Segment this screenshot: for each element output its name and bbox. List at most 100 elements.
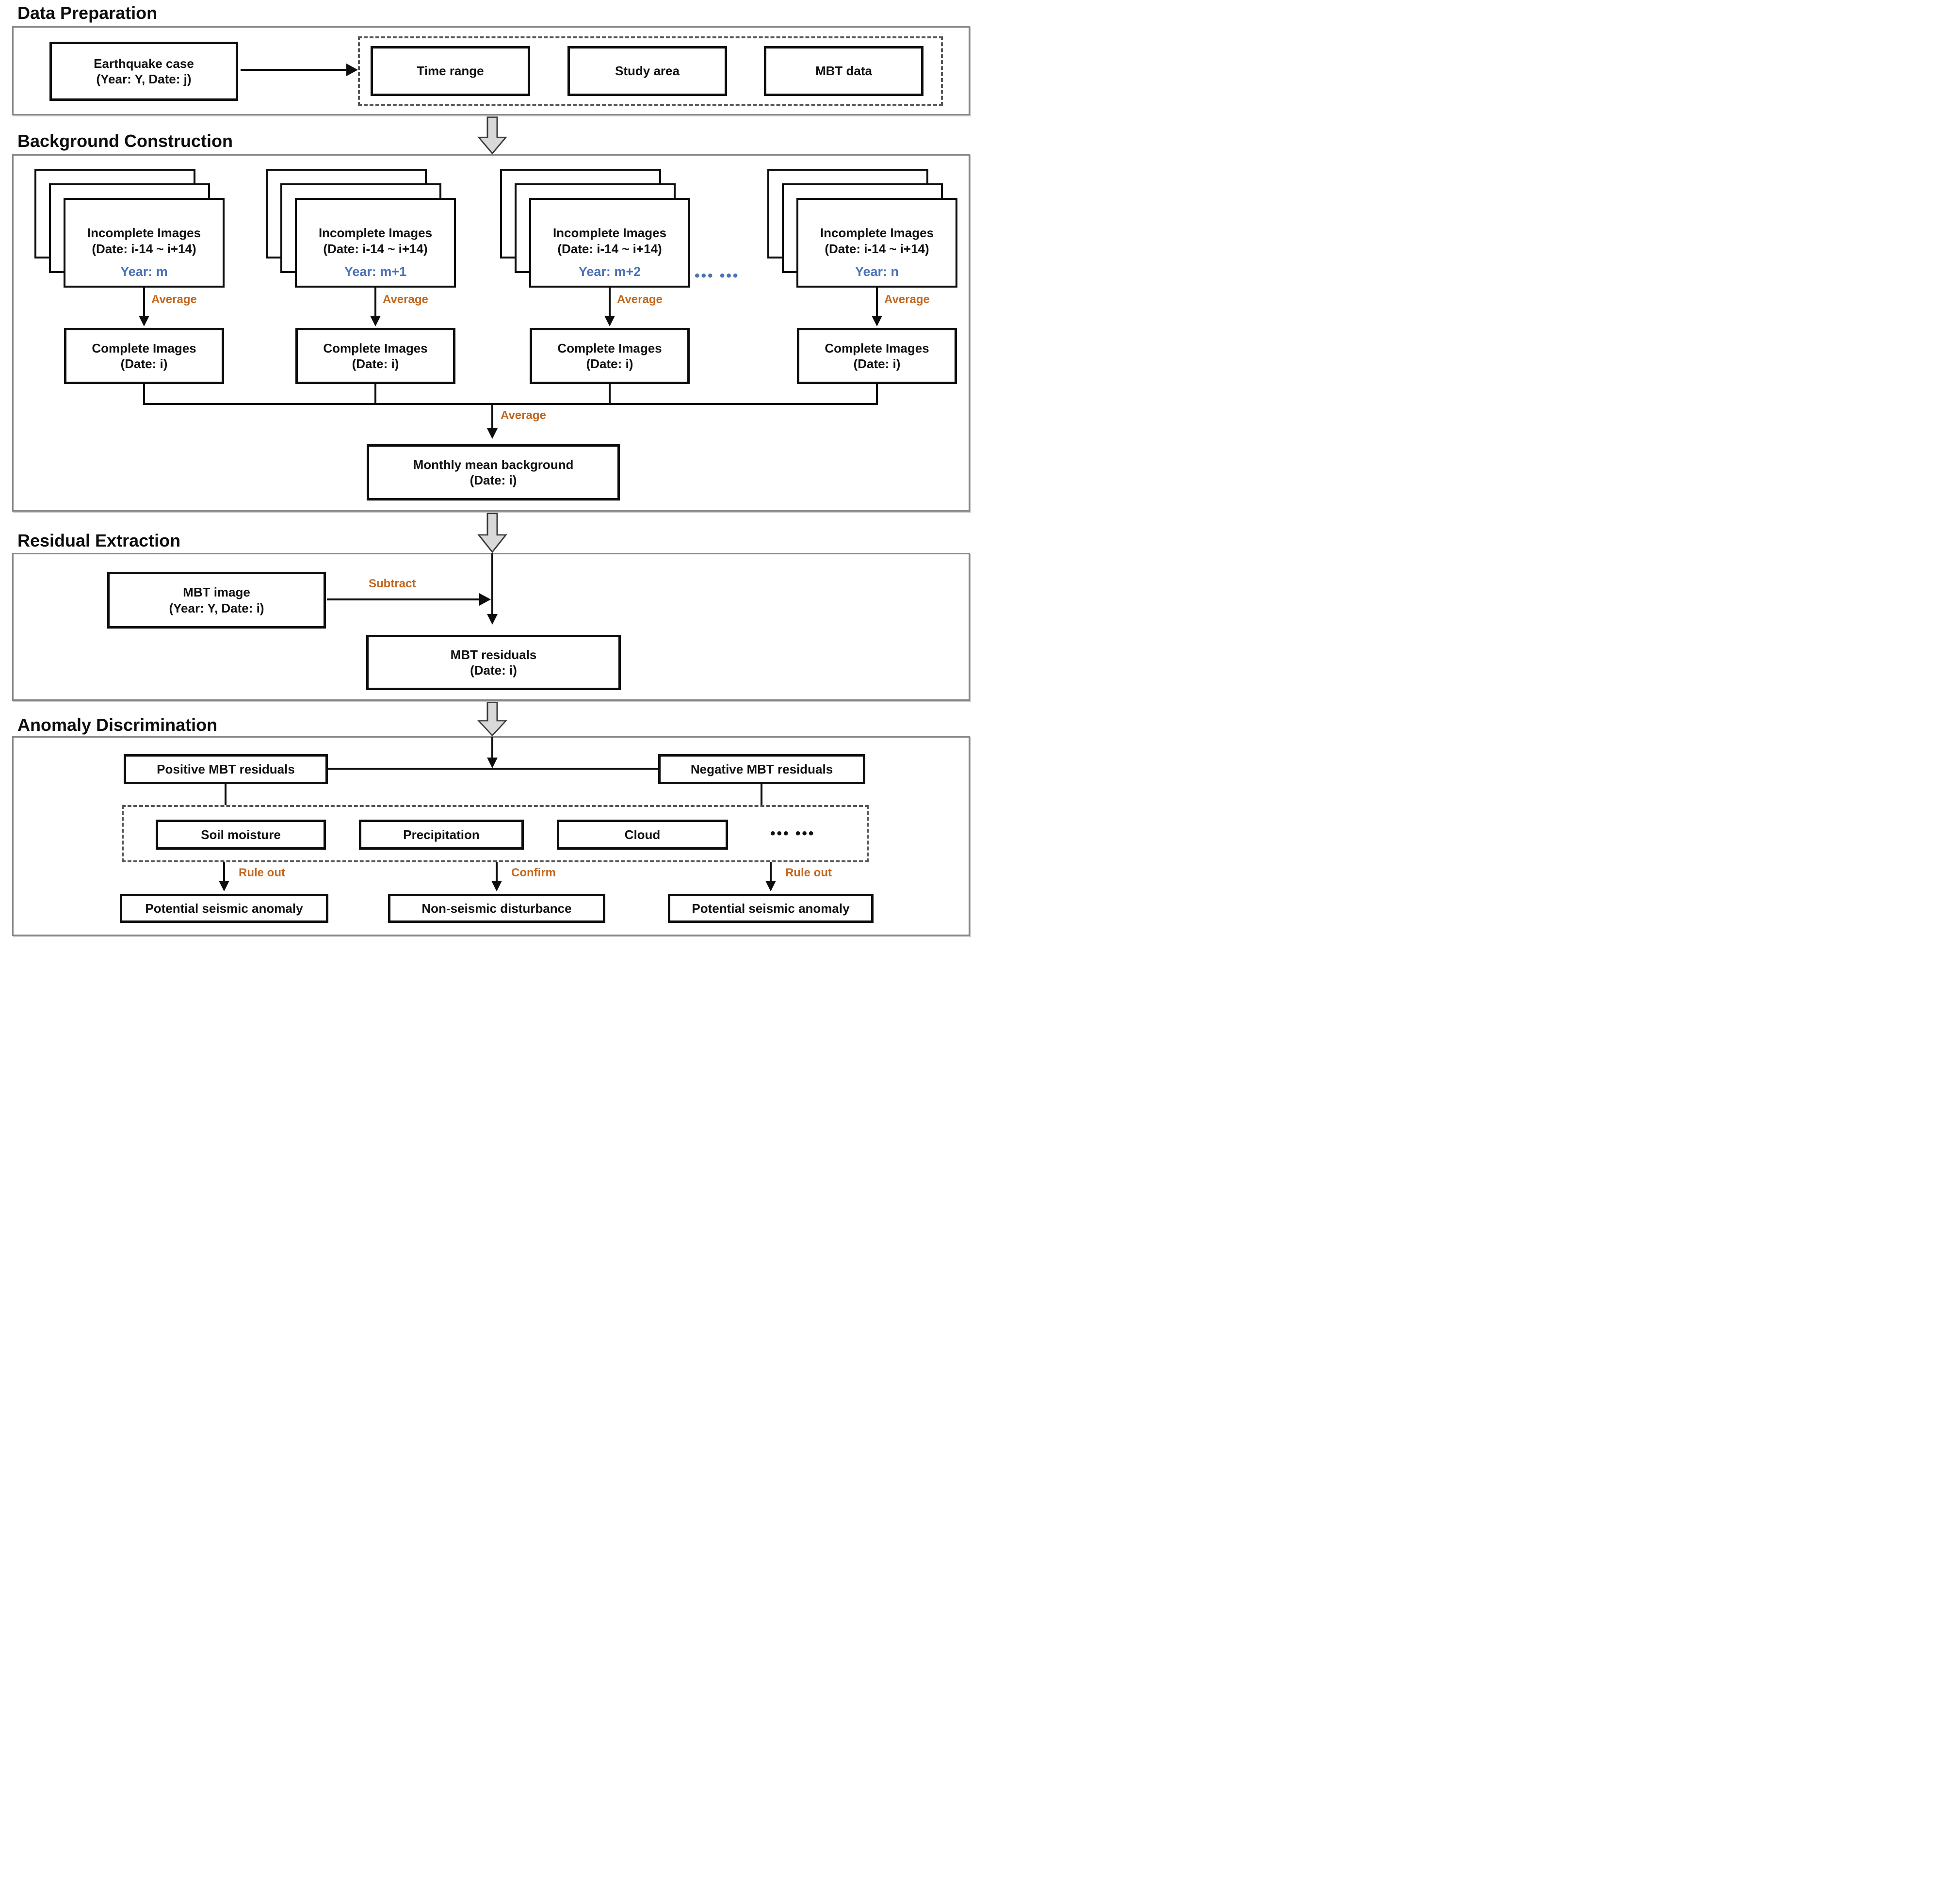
connector-line <box>328 768 658 770</box>
earthquake-case-box: Earthquake case (Year: Y, Date: j) <box>49 42 238 101</box>
rule-out-label: Rule out <box>785 866 832 879</box>
section-title-data-preparation: Data Preparation <box>17 3 158 23</box>
stack-line2: (Date: i-14 ~ i+14) <box>323 242 428 257</box>
monthly-line1: Monthly mean background <box>413 457 574 472</box>
connector-line <box>491 737 493 759</box>
earthquake-case-line1: Earthquake case <box>94 56 194 71</box>
complete-line2: (Date: i) <box>586 356 633 371</box>
outcome-box-nonseismic: Non-seismic disturbance <box>388 894 605 923</box>
section-data-preparation <box>12 26 970 115</box>
incomplete-images-stack-3: Incomplete Images (Date: i-14 ~ i+14) Ye… <box>529 198 690 288</box>
complete-line1: Complete Images <box>825 340 929 355</box>
connector-line <box>491 553 493 614</box>
arrowhead-down-icon <box>765 881 776 891</box>
confirm-label: Confirm <box>511 866 556 879</box>
section-flow-arrow-icon <box>477 116 507 154</box>
connector-line <box>876 384 878 403</box>
stack-year-label: Year: m+1 <box>344 264 407 279</box>
section-anomaly-discrimination <box>12 736 970 936</box>
section-flow-arrow-icon <box>477 702 507 736</box>
average-label: Average <box>617 293 663 306</box>
connector-line <box>143 288 145 316</box>
factors-ellipsis: ••• ••• <box>770 825 815 841</box>
time-range-box: Time range <box>371 46 530 96</box>
incomplete-images-stack-2: Incomplete Images (Date: i-14 ~ i+14) Ye… <box>295 198 456 288</box>
average-label: Average <box>884 293 930 306</box>
arrowhead-down-icon <box>872 316 882 326</box>
cloud-box: Cloud <box>557 820 728 850</box>
arrowhead-right-icon <box>346 64 358 76</box>
section-title-residual-extraction: Residual Extraction <box>17 531 181 550</box>
outcome-box-seismic-left: Potential seismic anomaly <box>120 894 328 923</box>
stack-line1: Incomplete Images <box>318 226 433 240</box>
stack-line2: (Date: i-14 ~ i+14) <box>557 242 662 257</box>
arrowhead-down-icon <box>370 316 381 326</box>
incomplete-images-stack-1: Incomplete Images (Date: i-14 ~ i+14) Ye… <box>64 198 225 288</box>
mbt-residuals-box: MBT residuals (Date: i) <box>366 635 621 690</box>
study-area-box: Study area <box>567 46 727 96</box>
connector-line <box>374 384 376 403</box>
connector-line <box>241 69 346 71</box>
connector-line <box>143 403 878 405</box>
section-flow-arrow-icon <box>477 513 507 553</box>
flow-diagram: Data Preparation Background Construction… <box>0 0 980 945</box>
arrowhead-down-icon <box>604 316 615 326</box>
connector-line <box>876 288 878 316</box>
stack-line2: (Date: i-14 ~ i+14) <box>825 242 929 257</box>
connector-line <box>327 598 479 600</box>
stack-line1: Incomplete Images <box>87 226 201 240</box>
positive-residuals-box: Positive MBT residuals <box>124 754 328 784</box>
stack-line1: Incomplete Images <box>820 226 934 240</box>
connector-line <box>223 862 225 881</box>
complete-images-box-3: Complete Images (Date: i) <box>530 328 690 384</box>
mbt-image-line1: MBT image <box>183 585 250 599</box>
mbt-residuals-line2: (Date: i) <box>470 663 517 678</box>
connector-line <box>761 784 762 805</box>
arrowhead-down-icon <box>139 316 149 326</box>
complete-line2: (Date: i) <box>853 356 901 371</box>
connector-line <box>496 862 498 881</box>
complete-line1: Complete Images <box>557 340 662 355</box>
arrowhead-down-icon <box>219 881 229 891</box>
stack-year-label: Year: m+2 <box>578 264 641 279</box>
earthquake-case-line2: (Year: Y, Date: j) <box>96 72 192 86</box>
monthly-mean-background-box: Monthly mean background (Date: i) <box>367 444 620 501</box>
mbt-image-box: MBT image (Year: Y, Date: i) <box>107 572 326 629</box>
rule-out-label: Rule out <box>239 866 285 879</box>
connector-line <box>491 403 493 428</box>
incomplete-images-stack-4: Incomplete Images (Date: i-14 ~ i+14) Ye… <box>796 198 957 288</box>
section-residual-extraction <box>12 553 970 701</box>
mbt-image-line2: (Year: Y, Date: i) <box>169 600 264 615</box>
connector-line <box>609 288 611 316</box>
complete-line2: (Date: i) <box>120 356 168 371</box>
connector-line <box>374 288 376 316</box>
arrowhead-down-icon <box>487 428 498 439</box>
complete-images-box-4: Complete Images (Date: i) <box>797 328 957 384</box>
outcome-box-seismic-right: Potential seismic anomaly <box>668 894 874 923</box>
average-label: Average <box>383 293 428 306</box>
section-title-background-construction: Background Construction <box>17 131 233 151</box>
complete-images-box-1: Complete Images (Date: i) <box>64 328 224 384</box>
mbt-data-box: MBT data <box>764 46 923 96</box>
section-background-construction <box>12 154 970 512</box>
stack-year-label: Year: m <box>120 264 168 279</box>
complete-line1: Complete Images <box>92 340 196 355</box>
connector-line <box>143 384 145 403</box>
inputs-dashed-group <box>358 36 943 106</box>
monthly-line2: (Date: i) <box>470 473 517 487</box>
subtract-label: Subtract <box>369 577 416 590</box>
years-ellipsis: ••• ••• <box>695 268 740 284</box>
arrowhead-right-icon <box>479 593 491 606</box>
mbt-residuals-line1: MBT residuals <box>450 647 537 662</box>
stack-year-label: Year: n <box>855 264 899 279</box>
average-label: Average <box>151 293 197 306</box>
complete-line2: (Date: i) <box>352 356 399 371</box>
factors-dashed-group <box>122 805 869 862</box>
arrowhead-down-icon <box>491 881 502 891</box>
precipitation-box: Precipitation <box>359 820 524 850</box>
complete-line1: Complete Images <box>323 340 428 355</box>
complete-images-box-2: Complete Images (Date: i) <box>295 328 455 384</box>
connector-line <box>609 384 611 403</box>
section-title-anomaly-discrimination: Anomaly Discrimination <box>17 715 218 735</box>
negative-residuals-box: Negative MBT residuals <box>658 754 865 784</box>
